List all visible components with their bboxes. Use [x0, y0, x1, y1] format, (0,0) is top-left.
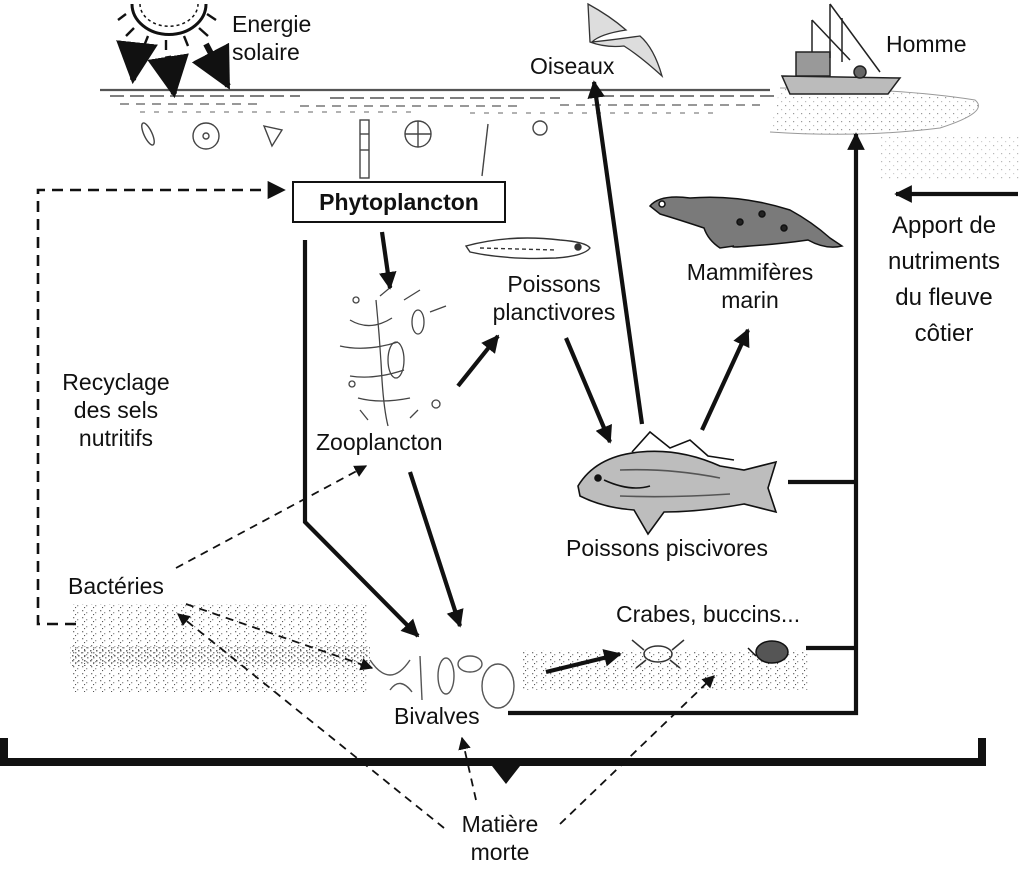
sea-surface: [100, 88, 780, 114]
seal-icon: [648, 196, 844, 249]
phytoplankton-drawings: [141, 119, 548, 179]
label-zooplancton: Zooplancton: [316, 429, 443, 455]
arrow-matter-to-crabs: [559, 675, 715, 825]
arrow-piscivores-to-mammals: [700, 328, 750, 431]
label-oiseaux: Oiseaux: [530, 53, 615, 79]
label-crabes-buccins: Crabes, buccins...: [616, 601, 801, 627]
fishing-boat-icon: [780, 3, 902, 95]
arrow-bacteria-to-zoo: [175, 465, 368, 569]
whelk-icon: [747, 640, 789, 664]
crab-icon: [631, 639, 685, 669]
label-phytoplancton: Phytoplancton: [292, 181, 506, 223]
sediment-left-band: [70, 646, 370, 666]
arrow-matter-to-bivalves: [458, 736, 477, 801]
arrow-bacteria-to-bivalves: [185, 603, 374, 671]
arrow-piscivores-to-birds: [587, 80, 645, 425]
arrow-planktivores-to-piscivores: [564, 337, 612, 444]
sun-icon: [117, 3, 217, 50]
arrow-zoo-to-planktivores: [456, 334, 500, 388]
shoreline: [769, 87, 979, 135]
bottom-bracket: [0, 738, 986, 784]
label-homme: Homme: [886, 31, 967, 57]
arrow-phyto-to-bivalves: [302, 240, 420, 638]
solid-arrows: [302, 80, 1018, 716]
fish-icon: [577, 430, 778, 536]
label-poissons-piscivores: Poissons piscivores: [566, 535, 768, 561]
planktivorous-fish-icon: [464, 237, 591, 260]
dashed-arrows: [36, 180, 715, 829]
bivalves-drawings: [369, 655, 515, 709]
shore-texture: [880, 135, 1020, 180]
arrow-bivalves-to-man: [508, 132, 865, 716]
arrow-recycling: [36, 180, 286, 626]
label-bacteries: Bactéries: [68, 573, 164, 599]
bird-icon: [587, 2, 664, 79]
arrow-bivalves-to-crabs: [545, 649, 622, 675]
arrow-zoo-to-bivalves: [408, 471, 464, 628]
arrow-matter-to-bacteria: [177, 613, 445, 829]
zooplankton-drawings: [339, 285, 447, 427]
arrow-phyto-to-zoo: [379, 231, 397, 290]
solar-rays: [116, 40, 231, 99]
label-bivalves: Bivalves: [394, 703, 480, 729]
